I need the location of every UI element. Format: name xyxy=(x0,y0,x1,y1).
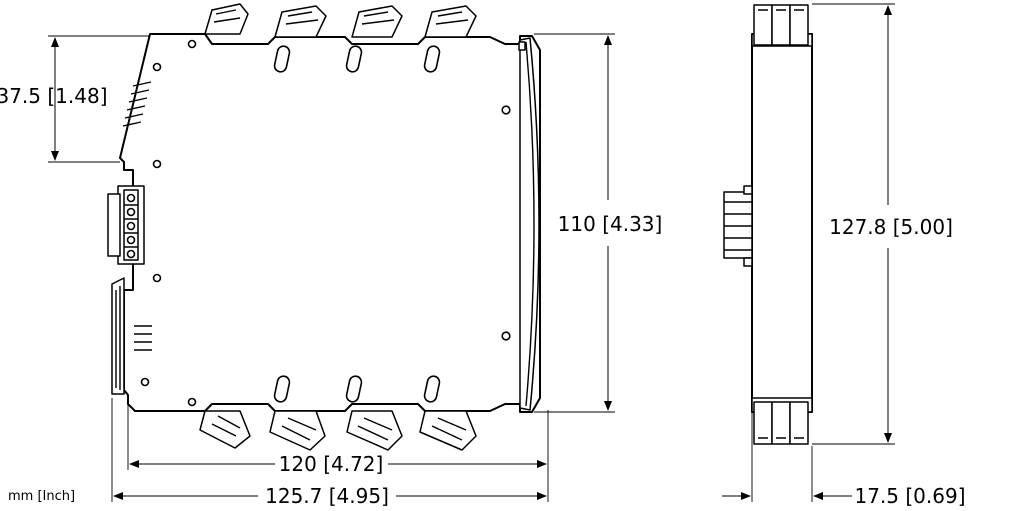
din-rail-clip xyxy=(111,277,125,395)
front-cover-latch xyxy=(518,41,526,51)
dim-body-height: 110 [4.33] xyxy=(558,212,663,236)
coding-slot xyxy=(273,375,291,403)
dim-depth-body: 120 [4.72] xyxy=(279,452,384,476)
front-housing xyxy=(751,33,813,413)
dim-din-height: 37.5 [1.48] xyxy=(0,84,108,108)
coding-slot xyxy=(423,375,441,403)
front-view xyxy=(723,4,813,445)
front-cover-edge xyxy=(525,41,535,407)
coding-slot xyxy=(345,375,363,403)
front-terminal-block xyxy=(723,185,753,267)
side-screws xyxy=(140,39,511,407)
units-label: mm [Inch] xyxy=(8,489,75,504)
side-housing-outline xyxy=(119,33,541,413)
coding-slot xyxy=(273,45,291,73)
bottom-connectors xyxy=(199,410,477,451)
side-view xyxy=(107,3,541,451)
dimension-lines xyxy=(48,3,895,502)
dim-width: 17.5 [0.69] xyxy=(854,484,965,508)
coding-slot xyxy=(345,45,363,73)
top-connectors xyxy=(204,3,477,38)
front-cover xyxy=(519,37,540,411)
coding-slot xyxy=(423,45,441,73)
vent-slots xyxy=(122,81,152,351)
front-top-connectors xyxy=(753,4,809,46)
front-bottom-connectors xyxy=(753,401,809,445)
terminal-block xyxy=(107,185,145,265)
dim-depth-total: 125.7 [4.95] xyxy=(265,484,389,508)
dim-total-height: 127.8 [5.00] xyxy=(829,215,953,239)
